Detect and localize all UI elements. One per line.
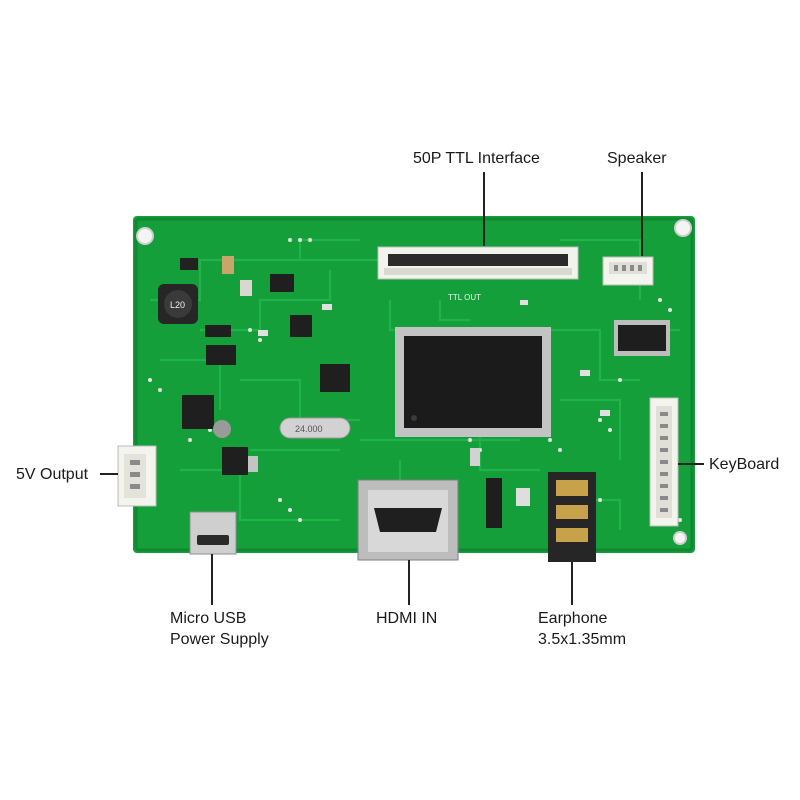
label-5v-output: 5V Output (16, 466, 89, 483)
micro-usb-port (189, 511, 237, 555)
ttl-ffc-connector (377, 246, 579, 280)
silk-l20: L20 (170, 300, 185, 310)
label-keyboard: KeyBoard (709, 456, 780, 473)
keyboard-connector-pins (660, 412, 668, 512)
small-chips (182, 274, 350, 475)
label-50p-ttl-interface: 50P TTL Interface (413, 150, 540, 167)
smd-components (180, 256, 610, 528)
hdmi-port (357, 479, 459, 561)
label-speaker: Speaker (607, 150, 667, 167)
label-earphone: Earphone 3.5x1.35mm (538, 610, 627, 648)
main-controller-chip (395, 327, 551, 437)
mounting-holes (136, 219, 692, 545)
callout-leaders (100, 172, 704, 605)
audio-amp-chip (614, 320, 670, 356)
label-micro-usb-power-supply: Micro USB Power Supply (170, 610, 269, 648)
pcb-vias (148, 238, 682, 522)
label-hdmi-in: HDMI IN (376, 610, 438, 627)
silk-ttl-out: TTL OUT (448, 293, 481, 302)
silk-crystal: 24.000 (295, 424, 323, 434)
inductor-l20 (158, 284, 198, 324)
speaker-connector (602, 256, 654, 286)
crystal-oscillator (279, 417, 351, 439)
5v-output-connector (117, 445, 157, 507)
earphone-jack (548, 472, 596, 562)
